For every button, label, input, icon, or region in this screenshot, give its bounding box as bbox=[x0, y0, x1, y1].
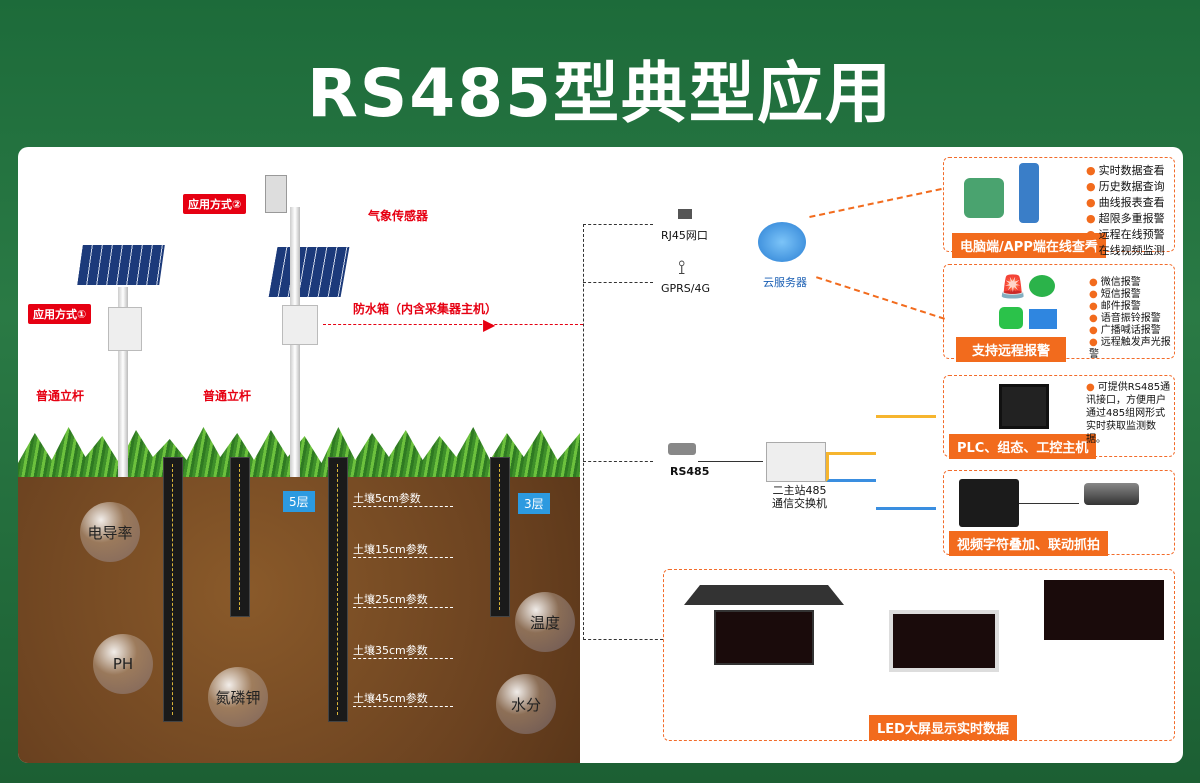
wechat-icon bbox=[1029, 275, 1055, 297]
line-rs485 bbox=[583, 461, 653, 462]
switch-device bbox=[766, 442, 826, 482]
led-screen bbox=[1044, 580, 1164, 640]
app-user-image bbox=[1019, 163, 1039, 223]
rj45-label: RJ45网口 bbox=[661, 229, 708, 242]
soil-probe bbox=[230, 457, 250, 617]
feature: 曲线报表查看 bbox=[1086, 195, 1165, 211]
arrow-to-online bbox=[809, 187, 942, 219]
sms-icon bbox=[999, 307, 1023, 329]
cloud-label: 云服务器 bbox=[763, 276, 807, 289]
page-title: RS485型典型应用 bbox=[306, 55, 894, 132]
plc-button: PLC、组态、工控主机 bbox=[949, 434, 1097, 459]
depth-5: 土壤5cm参数 bbox=[353, 487, 453, 507]
kiosk-roof bbox=[684, 585, 844, 605]
led-screen bbox=[714, 610, 814, 665]
rs485-port-icon bbox=[668, 443, 696, 455]
pole2-label: 普通立杆 bbox=[203, 389, 252, 403]
alarm-type: 广播喊话报警 bbox=[1089, 325, 1174, 337]
collector-box bbox=[108, 307, 142, 351]
layer5-tag: 5层 bbox=[283, 491, 315, 512]
feature: 实时数据查看 bbox=[1086, 163, 1165, 179]
alarm-type: 语音振铃报警 bbox=[1089, 313, 1174, 325]
alarm-type: 邮件报警 bbox=[1089, 301, 1174, 313]
line-camera bbox=[1019, 503, 1079, 504]
gprs-label: GPRS/4G bbox=[661, 282, 711, 295]
line-switch bbox=[698, 461, 763, 462]
weather-sensor bbox=[265, 175, 287, 213]
online-panel: 电脑端/APP端在线查看 实时数据查看 历史数据查询 曲线报表查看 超限多重报警… bbox=[943, 157, 1175, 258]
industrial-pc-image bbox=[999, 384, 1049, 429]
depth-25: 土壤25cm参数 bbox=[353, 588, 453, 608]
solar-panel bbox=[268, 247, 350, 297]
rs485-label: RS485 bbox=[670, 465, 710, 478]
depth-15: 土壤15cm参数 bbox=[353, 538, 453, 558]
plc-note: 可提供RS485通讯接口，方便用户通过485组网形式实时获取监测数据。 bbox=[1086, 381, 1171, 446]
camera-icon bbox=[1084, 483, 1139, 505]
depth-45: 土壤45cm参数 bbox=[353, 687, 453, 707]
led-screen bbox=[889, 610, 999, 672]
plc-panel: PLC、组态、工控主机 可提供RS485通讯接口，方便用户通过485组网形式实时… bbox=[943, 375, 1175, 459]
arrow-to-alarm bbox=[815, 276, 946, 320]
siren-icon: 🚨 bbox=[999, 275, 1027, 300]
bus-lines bbox=[826, 452, 876, 482]
pole1-label: 普通立杆 bbox=[36, 389, 85, 403]
led-panel: LED大屏显示实时数据 bbox=[663, 569, 1175, 741]
soil-probe bbox=[490, 457, 510, 617]
feature: 历史数据查询 bbox=[1086, 179, 1165, 195]
diagram-panel: 应用方式① 普通立杆 应用方式② 气象传感器 防水箱（内含采集器主机） ▶ 普通… bbox=[18, 147, 1183, 763]
alarm-panel: 🚨 支持远程报警 微信报警 短信报警 邮件报警 语音振铃报警 广播喊话报警 远程… bbox=[943, 264, 1175, 362]
video-panel: 视频字符叠加、联动抓拍 bbox=[943, 470, 1175, 556]
antenna-icon: ⟟ bbox=[678, 255, 686, 279]
video-overlay-device bbox=[959, 479, 1019, 527]
alarm-type: 短信报警 bbox=[1089, 289, 1174, 301]
led-button: LED大屏显示实时数据 bbox=[869, 715, 1017, 740]
cloud-icon bbox=[758, 222, 806, 262]
bubble-ph: PH bbox=[93, 634, 153, 694]
waterproof-box bbox=[282, 305, 318, 345]
feature: 远程在线预警 bbox=[1086, 227, 1165, 243]
solar-panel bbox=[77, 245, 165, 285]
pole bbox=[118, 287, 128, 477]
bus-to-plc bbox=[876, 415, 936, 418]
layer3-tag: 3层 bbox=[518, 493, 550, 514]
line-gprs bbox=[583, 282, 653, 283]
feature: 超限多重报警 bbox=[1086, 211, 1165, 227]
method2-tag: 应用方式② bbox=[183, 194, 247, 214]
method1-tag: 应用方式① bbox=[28, 304, 92, 324]
line-led bbox=[583, 639, 663, 640]
bubble-conductivity: 电导率 bbox=[80, 502, 140, 562]
bubble-temperature: 温度 bbox=[515, 592, 575, 652]
arrow-line bbox=[323, 324, 583, 325]
video-button: 视频字符叠加、联动抓拍 bbox=[949, 531, 1109, 556]
alarm-type: 微信报警 bbox=[1089, 277, 1174, 289]
line-rj45 bbox=[583, 224, 653, 225]
arrow-icon: ▶ bbox=[483, 315, 496, 334]
alarm-type: 远程触发声光报警 bbox=[1089, 337, 1174, 361]
pc-user-image bbox=[964, 178, 1004, 218]
online-button: 电脑端/APP端在线查看 bbox=[952, 233, 1106, 258]
rj45-icon bbox=[678, 209, 692, 219]
bubble-npk: 氮磷钾 bbox=[208, 667, 268, 727]
feature: 在线视频监测 bbox=[1086, 243, 1165, 259]
bus-to-video bbox=[876, 507, 936, 510]
mail-icon bbox=[1029, 309, 1057, 329]
alarm-button: 支持远程报警 bbox=[956, 337, 1066, 362]
depth-35: 土壤35cm参数 bbox=[353, 639, 453, 659]
soil-probe bbox=[328, 457, 348, 722]
bubble-moisture: 水分 bbox=[496, 674, 556, 734]
trunk-line bbox=[583, 224, 584, 640]
waterproof-box-label: 防水箱（内含采集器主机） bbox=[353, 302, 498, 316]
weather-sensor-label: 气象传感器 bbox=[368, 209, 429, 223]
soil-probe bbox=[163, 457, 183, 722]
